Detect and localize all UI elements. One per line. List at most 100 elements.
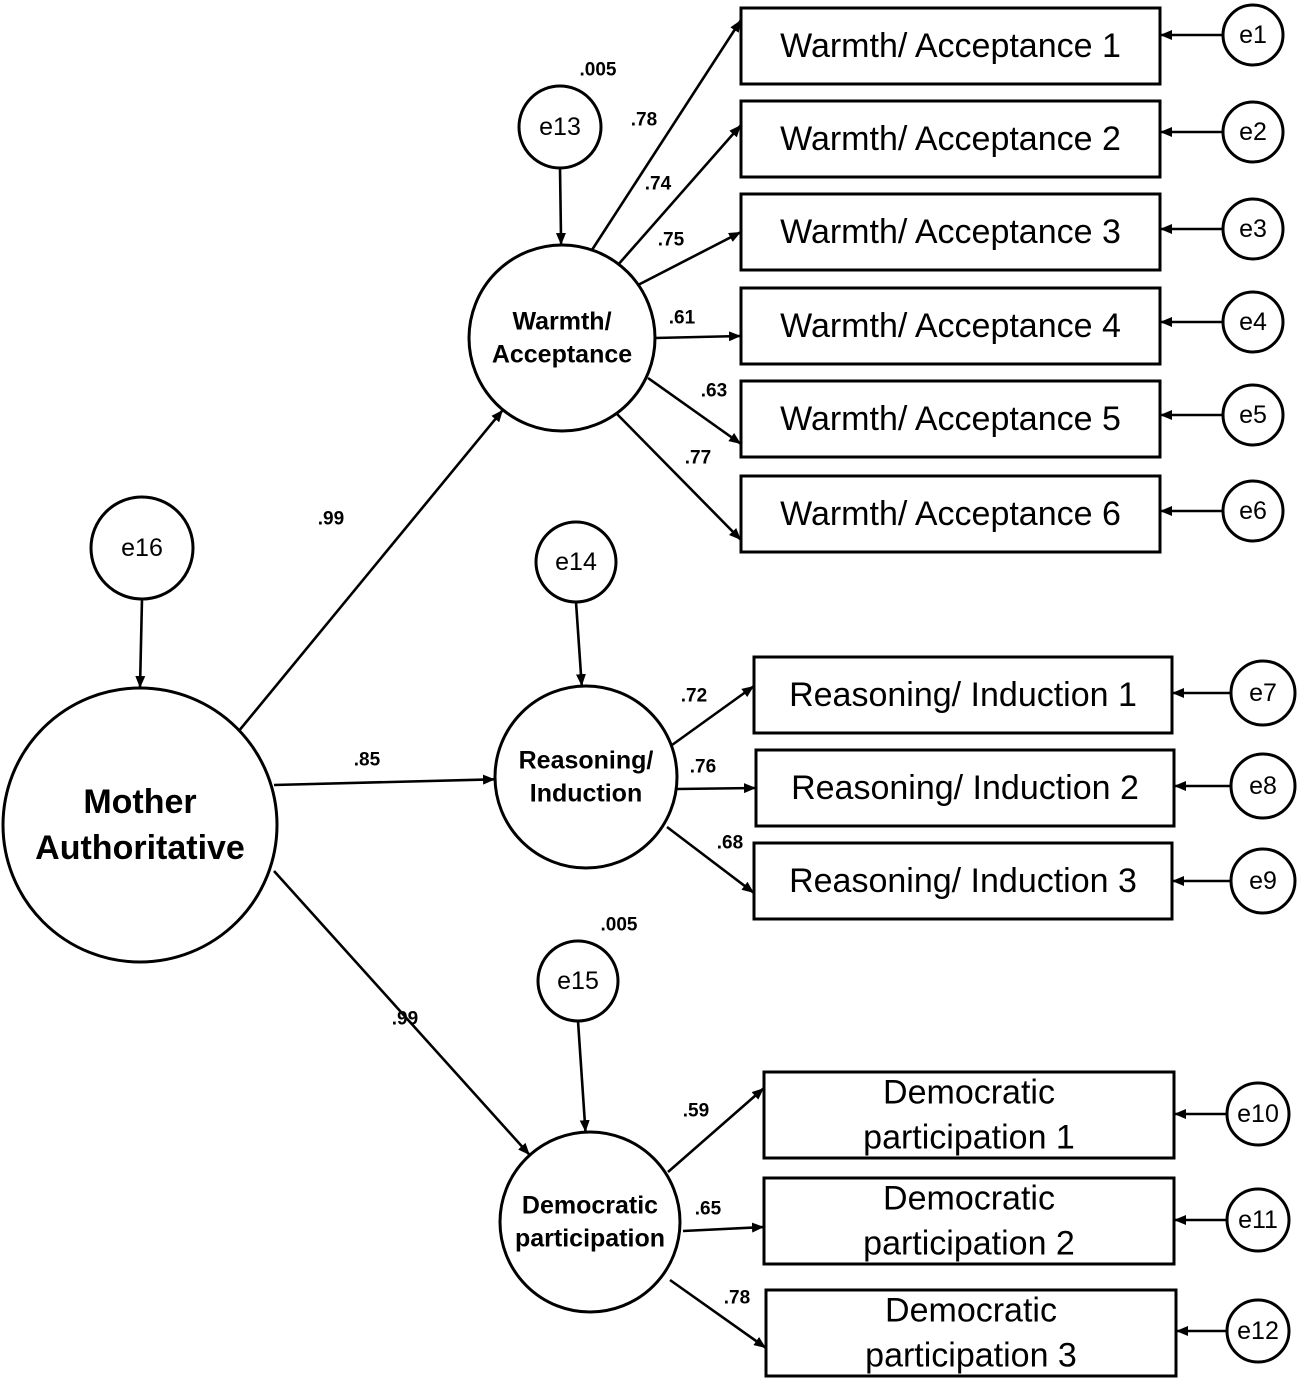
indicator-box-democratic-1 xyxy=(762,1070,1176,1160)
indicator-box-reasoning-2 xyxy=(754,748,1176,828)
arrow-e13-to-warmth xyxy=(555,167,566,246)
error-label-e11: e11 xyxy=(1238,1206,1278,1234)
error-term-e6 xyxy=(1221,479,1285,543)
indicator-label-reasoning-2: Reasoning/ Induction 2 xyxy=(791,769,1139,807)
arrow-warmth-to-indicator-4 xyxy=(654,331,742,342)
coefficient-main-warmth: .99 xyxy=(318,509,344,530)
coefficient-warmth-2: .74 xyxy=(645,174,672,195)
error-term-e11 xyxy=(1225,1187,1291,1253)
latent-factor-label-warmth: Warmth/ xyxy=(512,308,611,336)
coefficient-main-democratic: .99 xyxy=(392,1009,418,1030)
error-label-e12: e12 xyxy=(1237,1317,1279,1345)
error-term-e2 xyxy=(1221,100,1285,164)
coefficient-main-reasoning: .85 xyxy=(354,750,381,771)
error-term-e8 xyxy=(1229,752,1297,820)
error-label-e4: e4 xyxy=(1239,308,1267,336)
arrow-warmth-to-indicator-2 xyxy=(616,124,742,267)
error-label-e10: e10 xyxy=(1237,1100,1279,1128)
coefficient-reasoning-2: .76 xyxy=(690,757,716,778)
error-term-e9 xyxy=(1229,847,1297,915)
error-variance-note-warmth: .005 xyxy=(580,60,617,81)
error-term-e3 xyxy=(1221,197,1285,261)
error-label-e14: e14 xyxy=(555,548,597,576)
indicator-label-warmth-5: Warmth/ Acceptance 5 xyxy=(780,400,1121,438)
error-label-e13: e13 xyxy=(539,113,581,141)
error-label-e8: e8 xyxy=(1249,772,1277,800)
latent-factor-label-democratic: Democratic xyxy=(522,1192,658,1220)
error-variance-note-democratic: .005 xyxy=(601,915,638,936)
error-label-e16: e16 xyxy=(121,534,163,562)
error-term-e16 xyxy=(89,495,195,601)
coefficient-reasoning-3: .68 xyxy=(717,833,743,854)
latent-factor-warmth xyxy=(467,243,657,433)
arrow-warmth-to-indicator-3 xyxy=(637,230,742,287)
arrow-main-to-warmth xyxy=(236,409,504,733)
latent-factor-reasoning xyxy=(493,684,679,870)
coefficient-warmth-5: .63 xyxy=(701,381,727,402)
main-factor-mother-authoritative xyxy=(1,686,279,964)
error-term-e5 xyxy=(1221,383,1285,447)
indicator-label-reasoning-3: Reasoning/ Induction 3 xyxy=(789,862,1137,900)
indicator-box-democratic-3 xyxy=(764,1288,1178,1378)
indicator-box-democratic-2 xyxy=(762,1176,1176,1266)
indicator-box-warmth-6 xyxy=(739,474,1162,554)
main-factor-label: Authoritative xyxy=(35,829,245,867)
indicator-box-warmth-1 xyxy=(739,6,1162,86)
arrow-reasoning-to-indicator-3 xyxy=(666,825,755,895)
arrow-e14-to-reasoning xyxy=(574,601,586,687)
coefficient-warmth-4: .61 xyxy=(669,308,696,329)
coefficient-democratic-3: .78 xyxy=(724,1288,750,1309)
indicator-box-reasoning-1 xyxy=(752,655,1174,735)
arrow-e15-to-democratic xyxy=(576,1020,590,1133)
indicator-box-warmth-5 xyxy=(739,379,1162,459)
latent-factor-label-reasoning: Induction xyxy=(530,780,642,808)
latent-factor-label-reasoning: Reasoning/ xyxy=(519,747,654,775)
indicator-label-democratic-1: participation 1 xyxy=(863,1119,1075,1157)
indicator-label-warmth-1: Warmth/ Acceptance 1 xyxy=(780,27,1121,65)
arrow-reasoning-to-indicator-1 xyxy=(671,684,755,747)
arrow-warmth-to-indicator-1 xyxy=(588,19,743,254)
indicator-label-reasoning-1: Reasoning/ Induction 1 xyxy=(789,676,1137,714)
error-term-e14 xyxy=(534,520,618,604)
indicator-label-warmth-6: Warmth/ Acceptance 6 xyxy=(780,495,1121,533)
error-label-e2: e2 xyxy=(1239,118,1267,146)
arrow-democratic-to-indicator-3 xyxy=(669,1278,767,1350)
error-label-e3: e3 xyxy=(1239,215,1267,243)
error-term-e13 xyxy=(517,84,603,170)
error-term-e1 xyxy=(1221,3,1285,67)
indicator-box-reasoning-3 xyxy=(752,841,1174,921)
error-label-e7: e7 xyxy=(1249,679,1277,707)
coefficient-warmth-6: .77 xyxy=(685,448,711,469)
arrow-e16-to-main xyxy=(135,598,146,689)
latent-factor-label-warmth: Acceptance xyxy=(492,341,632,369)
latent-factor-democratic xyxy=(498,1130,682,1314)
indicator-label-warmth-4: Warmth/ Acceptance 4 xyxy=(780,307,1121,345)
coefficient-democratic-2: .65 xyxy=(695,1199,722,1220)
error-term-e7 xyxy=(1229,659,1297,727)
main-factor-label: Mother xyxy=(83,783,196,821)
indicator-label-democratic-3: participation 3 xyxy=(865,1337,1077,1375)
arrow-main-to-reasoning xyxy=(273,774,496,787)
arrow-democratic-to-indicator-1 xyxy=(667,1087,765,1173)
error-term-e10 xyxy=(1225,1081,1291,1147)
coefficient-warmth-1: .78 xyxy=(631,110,657,131)
error-label-e15: e15 xyxy=(557,967,599,995)
indicator-label-warmth-3: Warmth/ Acceptance 3 xyxy=(780,213,1121,251)
arrow-warmth-to-indicator-6 xyxy=(615,412,742,541)
latent-factor-label-democratic: participation xyxy=(515,1225,665,1253)
indicator-label-democratic-3: Democratic xyxy=(885,1292,1057,1330)
indicator-label-democratic-1: Democratic xyxy=(883,1074,1055,1112)
coefficient-warmth-3: .75 xyxy=(658,230,685,251)
indicator-box-warmth-2 xyxy=(739,99,1162,179)
indicator-label-democratic-2: Democratic xyxy=(883,1180,1055,1218)
indicator-label-democratic-2: participation 2 xyxy=(863,1225,1075,1263)
error-label-e9: e9 xyxy=(1249,867,1277,895)
arrow-warmth-to-indicator-5 xyxy=(647,376,742,446)
error-term-e12 xyxy=(1225,1298,1291,1364)
indicator-label-warmth-2: Warmth/ Acceptance 2 xyxy=(780,120,1121,158)
arrow-reasoning-to-indicator-2 xyxy=(676,783,757,794)
indicator-box-warmth-4 xyxy=(739,286,1162,366)
arrow-main-to-democratic xyxy=(273,870,531,1156)
error-label-e5: e5 xyxy=(1239,401,1267,429)
